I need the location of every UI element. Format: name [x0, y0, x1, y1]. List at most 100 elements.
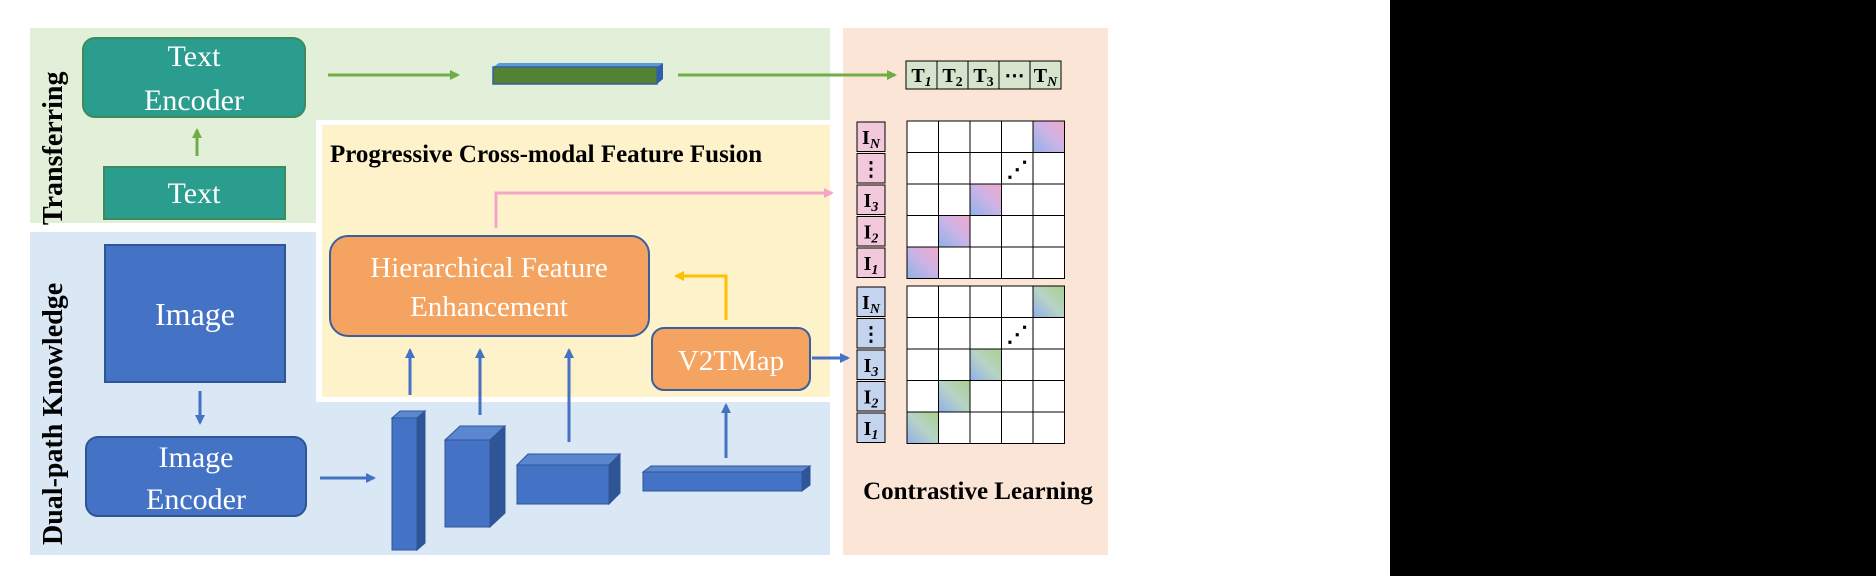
image-token-cell: [856, 247, 886, 278]
matrix-cell: [1032, 380, 1065, 413]
feature-block-1: [390, 409, 427, 552]
hfe-box: [329, 235, 650, 337]
image-encoder-label-1: Image: [159, 441, 234, 474]
v2tmap-to-hfe-arrow: [674, 271, 728, 320]
matrix-diagonal-cell: [938, 215, 971, 248]
image-token-cell: [856, 349, 886, 380]
v2tmap-label: V2TMap: [678, 345, 784, 377]
matrix-cell: [969, 120, 1002, 153]
matrix-cell: [969, 380, 1002, 413]
matrix-cell: [969, 411, 1002, 444]
image-input-label: Image: [155, 296, 235, 332]
matrix-diagonal-cell: [1032, 285, 1065, 318]
text-token-cell: [967, 60, 1000, 90]
matrix-cell: [938, 285, 971, 318]
matrix-cell: [969, 152, 1002, 185]
matrix-cell: [1001, 411, 1034, 444]
matrix-diagonal-cell: [1032, 120, 1065, 153]
image-token-label: IN: [862, 292, 881, 317]
hfe-label-2: Enhancement: [410, 291, 568, 323]
matrix-cell: [1001, 120, 1034, 153]
matrix-diagonal-cell: [969, 348, 1002, 381]
matrix-cell: [1032, 411, 1065, 444]
text-token-label: T1: [911, 65, 931, 90]
text-token-cell: [998, 60, 1031, 90]
image-token-label: I2: [864, 221, 879, 246]
matrix-diagonal-cell: [906, 246, 939, 279]
matrix-cell: [1032, 152, 1065, 185]
text-encoder-label-2: Encoder: [144, 84, 244, 117]
matrix-cell: [1032, 317, 1065, 350]
matrix-cell: [906, 215, 939, 248]
image-token-label: I2: [864, 386, 879, 411]
matrix-cell: [969, 246, 1002, 279]
matrix-cell: [938, 120, 971, 153]
lower-similarity-matrix: ⋰: [906, 285, 1065, 444]
image-token-label: ⋮: [861, 158, 881, 180]
matrix-cell: [938, 246, 971, 279]
matrix-cell: [938, 317, 971, 350]
image-token-cell: [856, 318, 886, 349]
matrix-cell: [969, 215, 1002, 248]
matrix-cell: [938, 411, 971, 444]
hfe-label-1: Hierarchical Feature: [370, 252, 608, 284]
matrix-cell: [1001, 348, 1034, 381]
text-feature-bar-side: [657, 63, 663, 84]
matrix-diagonal-cell: [969, 183, 1002, 216]
feature-block-2: [443, 424, 507, 529]
image-token-label: IN: [862, 127, 881, 152]
image-token-cell: [856, 121, 886, 152]
text-encoder-box: [82, 37, 306, 118]
text-token-label: TN: [1034, 65, 1058, 90]
image-token-cell: [856, 184, 886, 215]
image-token-label: I1: [864, 253, 879, 278]
matrix-cell: [906, 183, 939, 216]
text-token-label: T3: [973, 65, 993, 90]
image-encoder-box: [85, 436, 307, 517]
v2tmap-box: [651, 327, 811, 391]
hfe-to-matrix-arrow: [494, 188, 834, 228]
matrix-cell: [938, 183, 971, 216]
image-token-cell: [856, 153, 886, 184]
side-label-line2: Transferring: [38, 72, 69, 225]
image-token-label: I3: [864, 355, 879, 380]
matrix-cell: [1001, 246, 1034, 279]
image-token-cell: [856, 412, 886, 443]
image-encoder-label-2: Encoder: [146, 483, 246, 516]
matrix-cell: [906, 317, 939, 350]
image-token-label: I3: [864, 190, 879, 215]
feature-block-4: [641, 465, 812, 492]
matrix-diagonal-cell: [1001, 317, 1034, 350]
matrix-cell: [906, 120, 939, 153]
matrix-cell: [1001, 215, 1034, 248]
matrix-cell: [906, 152, 939, 185]
matrix-cell: [938, 348, 971, 381]
matrix-diagonal-cell: [906, 411, 939, 444]
matrix-cell: [1032, 215, 1065, 248]
text-feature-bar-top: [493, 63, 663, 67]
text-input-box: [103, 166, 286, 220]
text-token-label: T2: [942, 65, 962, 90]
fusion-title: Progressive Cross-modal Feature Fusion: [330, 141, 762, 168]
matrix-diagonal-ellipsis: ⋰: [1006, 321, 1028, 346]
image-token-label: ⋮: [861, 323, 881, 345]
text-token-cell: [1029, 60, 1062, 90]
matrix-cell: [906, 285, 939, 318]
contrastive-title: Contrastive Learning: [863, 478, 1093, 505]
image-token-label: I1: [864, 418, 879, 443]
matrix-diagonal-cell: [938, 380, 971, 413]
matrix-cell: [906, 380, 939, 413]
matrix-cell: [969, 285, 1002, 318]
matrix-cell: [1001, 285, 1034, 318]
matrix-cell: [1032, 246, 1065, 279]
matrix-cell: [938, 152, 971, 185]
image-token-cell: [856, 381, 886, 412]
matrix-diagonal-ellipsis: ⋰: [1006, 156, 1028, 181]
image-token-cell: [856, 216, 886, 247]
text-feature-bar: [492, 66, 658, 85]
matrix-cell: [1001, 183, 1034, 216]
text-encoder-label-1: Text: [168, 40, 222, 73]
